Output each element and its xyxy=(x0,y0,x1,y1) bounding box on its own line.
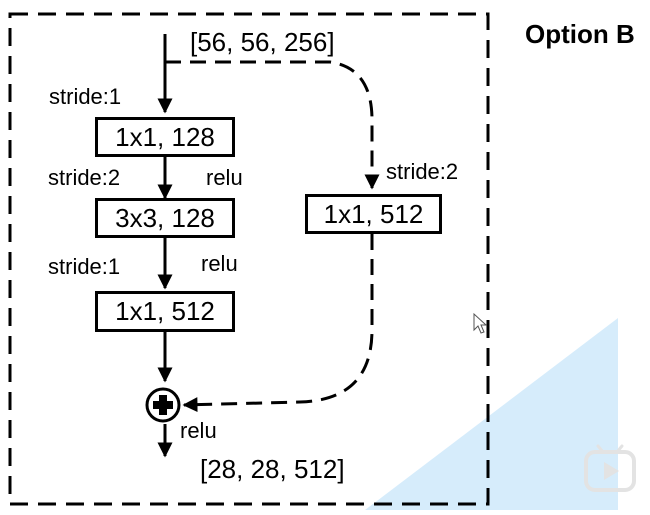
dashed-frame xyxy=(8,12,490,506)
mouse-cursor-icon xyxy=(473,312,488,334)
add-relu-label: relu xyxy=(180,418,217,443)
relu-label-1: relu xyxy=(206,165,243,190)
input-shape-label: [56, 56, 256] xyxy=(190,27,335,57)
watermark-shape xyxy=(365,318,618,510)
add-circle-icon xyxy=(145,387,181,423)
shortcut-stride-label: stride:2 xyxy=(386,159,459,184)
conv-node-1x1-128: 1x1, 128 xyxy=(95,117,235,157)
stride-label-3: stride:1 xyxy=(48,254,121,279)
video-player-icon xyxy=(584,444,636,492)
diagram-title: Option B xyxy=(525,19,635,49)
shortcut-conv-node: 1x1, 512 xyxy=(305,194,442,234)
conv-node-1x1-512: 1x1, 512 xyxy=(95,291,235,332)
conv-node-3x3-128: 3x3, 128 xyxy=(95,198,235,238)
output-shape-label: [28, 28, 512] xyxy=(200,454,345,484)
shortcut-path-out xyxy=(182,234,374,413)
relu-label-2: relu xyxy=(201,251,238,276)
stride-label-2: stride:2 xyxy=(48,165,121,190)
stride-label-1: stride:1 xyxy=(49,84,122,109)
shortcut-path-in xyxy=(165,60,380,190)
